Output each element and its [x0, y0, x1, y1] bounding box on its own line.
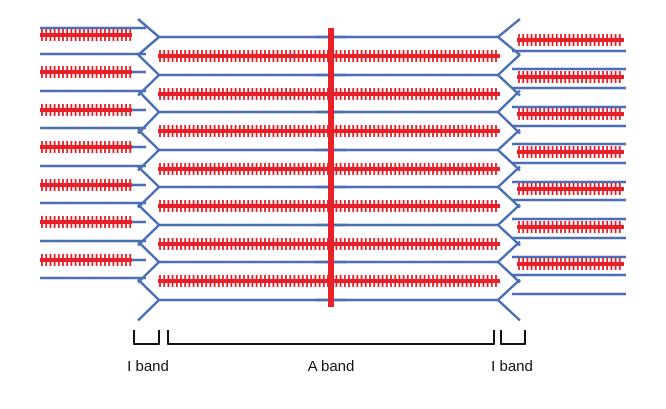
- thick-filament-heads: [159, 200, 497, 212]
- thick-filament-right-edge: [517, 258, 624, 270]
- z-disc-right-chevron: [496, 53, 521, 97]
- thick-filament-heads: [159, 125, 497, 137]
- thick-filament-left-edge: [40, 141, 132, 153]
- thick-filament-right-edge-heads: [518, 221, 621, 233]
- thick-filament-left-edge: [40, 216, 132, 228]
- thick-filament-right-edge-heads: [518, 183, 621, 195]
- thick-filament-left-edge-heads: [41, 254, 132, 266]
- i-band-left-bracket: [133, 330, 160, 345]
- thick-filament-left-edge: [40, 66, 132, 78]
- z-disc-left-chevron: [137, 18, 161, 56]
- thick-filament-left-edge-heads: [41, 29, 132, 41]
- thick-filament-left-edge: [40, 29, 132, 41]
- thick-filament-right-edge-heads: [518, 258, 621, 270]
- z-disc-right-chevron: [496, 165, 521, 209]
- z-disc-right-chevron: [496, 18, 521, 56]
- thick-filament-right-edge: [517, 71, 624, 83]
- i-band-right-bracket: [500, 330, 526, 345]
- thick-filament-right-edge-heads: [518, 146, 621, 158]
- thick-filament-right-edge: [517, 34, 624, 46]
- thick-filament-heads: [159, 275, 497, 287]
- band-brackets: [133, 330, 526, 345]
- a-band-label: A band: [308, 358, 355, 375]
- z-disc-right-chevron: [496, 128, 521, 172]
- z-disc-right-chevron: [496, 240, 521, 284]
- thick-filament-right-edge: [517, 146, 624, 158]
- thick-filament-left-edge-heads: [41, 179, 132, 191]
- thick-filament-right-edge-heads: [518, 34, 621, 46]
- i-band-left-label: I band: [127, 358, 169, 375]
- thick-filament-right-edge-heads: [518, 108, 621, 120]
- thick-filament-right-edge: [517, 108, 624, 120]
- thick-filament-heads: [159, 238, 497, 250]
- thick-filament-right-edge: [517, 183, 624, 195]
- i-band-right-label: I band: [491, 358, 533, 375]
- thick-filament-left-edge: [40, 179, 132, 191]
- thick-filament-heads: [159, 50, 497, 62]
- thick-filament-left-edge: [40, 254, 132, 266]
- z-disc-left-chevron: [137, 240, 161, 284]
- thick-filament-left-edge-heads: [41, 216, 132, 228]
- z-disc-left-chevron: [137, 128, 161, 172]
- z-disc-left-chevron: [137, 203, 161, 247]
- z-disc-right-chevron: [496, 203, 521, 247]
- z-disc-left-chevron: [137, 278, 161, 322]
- z-disc-left-chevron: [137, 165, 161, 209]
- thick-filament-left-edge: [40, 104, 132, 116]
- thick-filament-heads: [159, 88, 497, 100]
- thick-filament-left-edge-heads: [41, 66, 132, 78]
- a-band-bracket: [167, 330, 495, 345]
- thick-filament-left-edge-heads: [41, 141, 132, 153]
- thick-filament-heads: [159, 163, 497, 175]
- thick-filaments: [40, 28, 624, 307]
- z-disc-right-chevron: [496, 278, 521, 322]
- thick-filament-right-edge: [517, 221, 624, 233]
- thick-filament-right-edge-heads: [518, 71, 621, 83]
- z-disc-left-chevron: [137, 53, 161, 97]
- thick-filament-left-edge-heads: [41, 104, 132, 116]
